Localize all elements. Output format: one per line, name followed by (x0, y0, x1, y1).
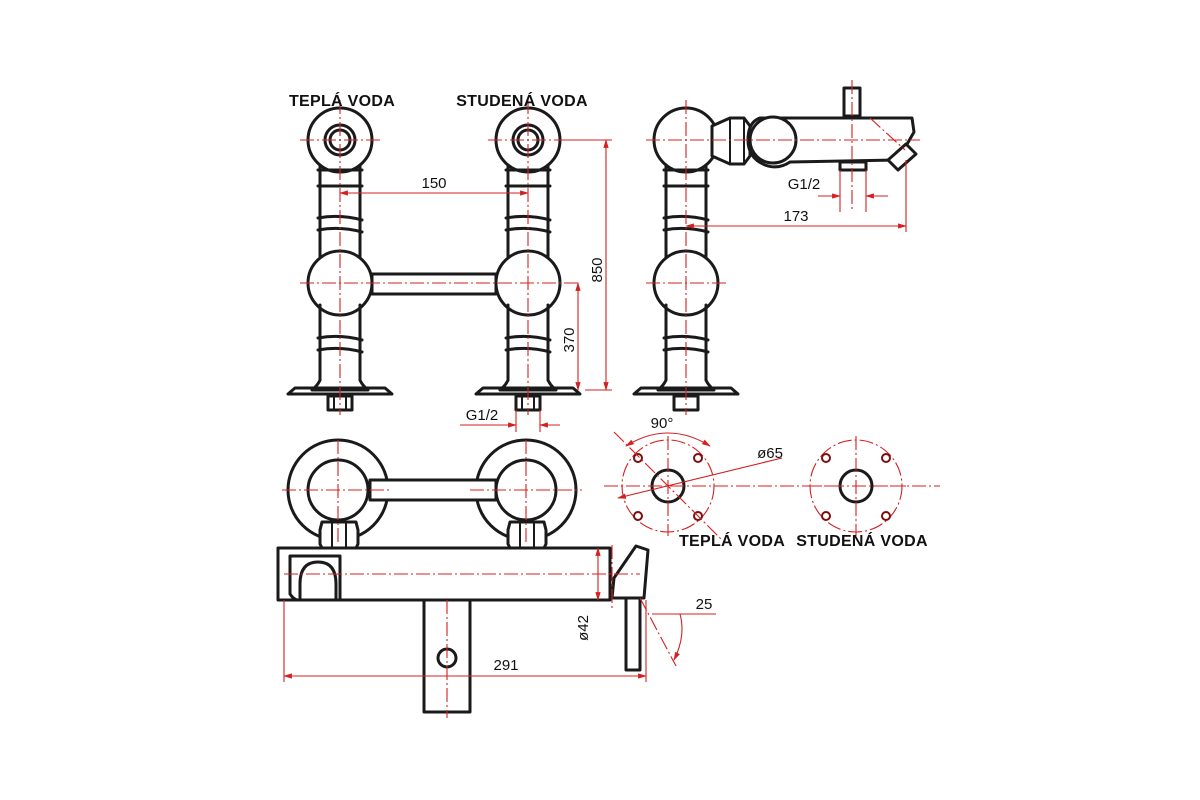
dim-mid-height: 370 (561, 282, 581, 391)
dim-42-text: ø42 (575, 615, 592, 641)
top-view: 291 ø42 25 (276, 438, 716, 718)
dim-spout-tilt: 25 (652, 596, 716, 661)
cold-water-label: STUDENÁ VODA (456, 91, 588, 110)
dim-spout-reach: 173 (685, 160, 907, 232)
flange-hot: 90° ø65 TEPLÁ VODA (604, 415, 940, 550)
dim-thread-front: G1/2 (460, 407, 560, 432)
dim-body-length: 291 (283, 600, 647, 682)
flange-hot-label: TEPLÁ VODA (679, 531, 785, 550)
side-view: G1/2 173 (632, 80, 920, 415)
flange-cold: STUDENÁ VODA (796, 436, 928, 550)
dim-25-text: 25 (696, 596, 713, 613)
dim-g12-front-text: G1/2 (466, 407, 499, 424)
dim-pipe-spacing: 150 (339, 175, 529, 196)
dim-90-text: 90° (651, 415, 674, 432)
dim-g12-side-text: G1/2 (788, 176, 821, 193)
dim-850-text: 850 (589, 257, 606, 282)
dim-370-text: 370 (561, 327, 578, 352)
dim-291-text: 291 (493, 657, 518, 674)
dim-total-height: 850 (565, 139, 612, 391)
dim-body-diameter: ø42 (575, 547, 601, 641)
dim-173-text: 173 (783, 208, 808, 225)
dim-150-text: 150 (421, 175, 446, 192)
dim-65-text: ø65 (757, 445, 783, 462)
connecting-bar (370, 272, 498, 296)
hot-water-label: TEPLÁ VODA (289, 91, 395, 110)
dim-thread-side: G1/2 (788, 170, 888, 212)
flange-cold-label: STUDENÁ VODA (796, 531, 928, 550)
front-view: 150 850 370 G1/2 TEPLÁ VODA STUDENÁ VODA (286, 91, 612, 432)
